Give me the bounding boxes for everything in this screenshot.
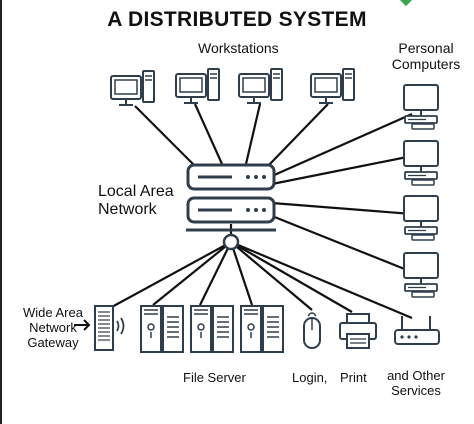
file-server-label: File Server (183, 370, 246, 385)
file-server-icon (240, 305, 262, 353)
link-pc-4 (271, 214, 413, 274)
link-file-server-1 (152, 241, 232, 306)
link-workstation-2 (193, 103, 224, 165)
personal-computer-icon (403, 195, 439, 241)
file-server-icon (262, 305, 284, 353)
wan-gateway-label: Wide Area Network Gateway (20, 305, 86, 351)
workstations-label: Workstations (198, 40, 279, 56)
router-icon (394, 316, 440, 345)
printer-icon (339, 313, 377, 349)
lan-label-line1: Local Area (98, 183, 174, 200)
network-switch-icon (186, 163, 276, 251)
wan-label-line3: Gateway (27, 334, 79, 350)
lan-label: Local Area Network (98, 183, 174, 220)
link-pc-2 (271, 154, 413, 186)
link-gateway (109, 241, 232, 309)
link-workstation-3 (244, 103, 262, 165)
wan-label-line1: Wide Area (23, 305, 83, 320)
link-file-server-3 (229, 241, 254, 306)
wan-label-line2: Network (29, 319, 77, 335)
personal-computer-icon (403, 140, 439, 186)
print-label: Print (340, 370, 367, 385)
workstation-icon (310, 68, 355, 104)
login-label: Login, (292, 370, 328, 385)
workstation-icon (110, 70, 155, 106)
link-workstation-4 (267, 103, 329, 167)
other-services-label: and Other Services (381, 368, 451, 399)
lan-label-line2: Network (98, 201, 157, 219)
frame-edge (0, 0, 2, 424)
link-workstation-1 (134, 105, 198, 169)
personal-computers-label: Personal Computers (390, 40, 462, 72)
personal-computers-label-line2: Computers (391, 56, 461, 73)
link-mouse (230, 241, 313, 311)
connection-lines (109, 103, 413, 320)
diagram-title: A DISTRIBUTED SYSTEM (107, 8, 367, 31)
personal-computer-icon (403, 252, 439, 298)
link-file-server-2 (199, 241, 232, 306)
file-server-icon (190, 305, 212, 353)
file-server-icon (212, 305, 234, 353)
file-server-icon (140, 305, 162, 353)
mouse-icon (303, 312, 321, 349)
link-router (230, 240, 413, 320)
other-services-line2: Services (391, 382, 441, 398)
link-pc-1 (271, 112, 413, 178)
personal-computers-label-line1: Personal (398, 40, 454, 56)
file-server-icon (162, 305, 184, 353)
workstation-icon (175, 68, 220, 104)
link-pc-3 (271, 201, 413, 216)
link-printer (230, 241, 353, 313)
gateway-icon (74, 305, 125, 351)
workstation-icon (238, 68, 283, 104)
other-services-line1: and Other (387, 368, 445, 383)
personal-computer-icon (403, 84, 439, 130)
